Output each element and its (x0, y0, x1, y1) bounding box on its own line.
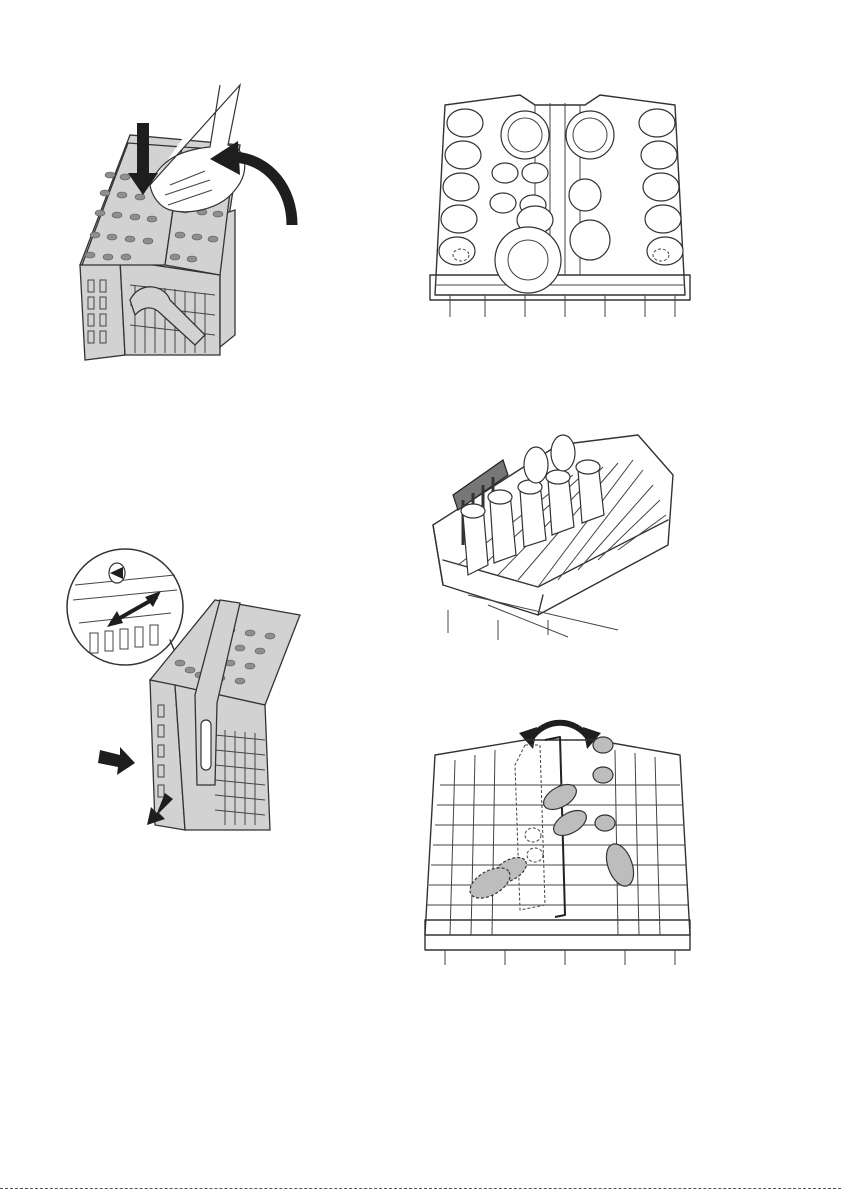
figure-lower-basket-racks (415, 705, 700, 970)
page-bottom-divider (0, 1188, 841, 1189)
upper-basket-glasses-illustration (428, 415, 683, 645)
figure-upper-basket-cups (425, 85, 695, 320)
push-arrow-icon (98, 747, 135, 775)
cutlery-basket-lid-illustration (70, 85, 310, 370)
figure-upper-basket-glasses (428, 415, 683, 645)
figure-cutlery-basket-lid (70, 85, 310, 370)
lower-basket-racks-illustration (415, 705, 700, 970)
figure-cutlery-basket-separation (65, 545, 305, 835)
upper-basket-cups-illustration (425, 85, 695, 320)
cutlery-basket-separation-illustration (65, 545, 305, 835)
